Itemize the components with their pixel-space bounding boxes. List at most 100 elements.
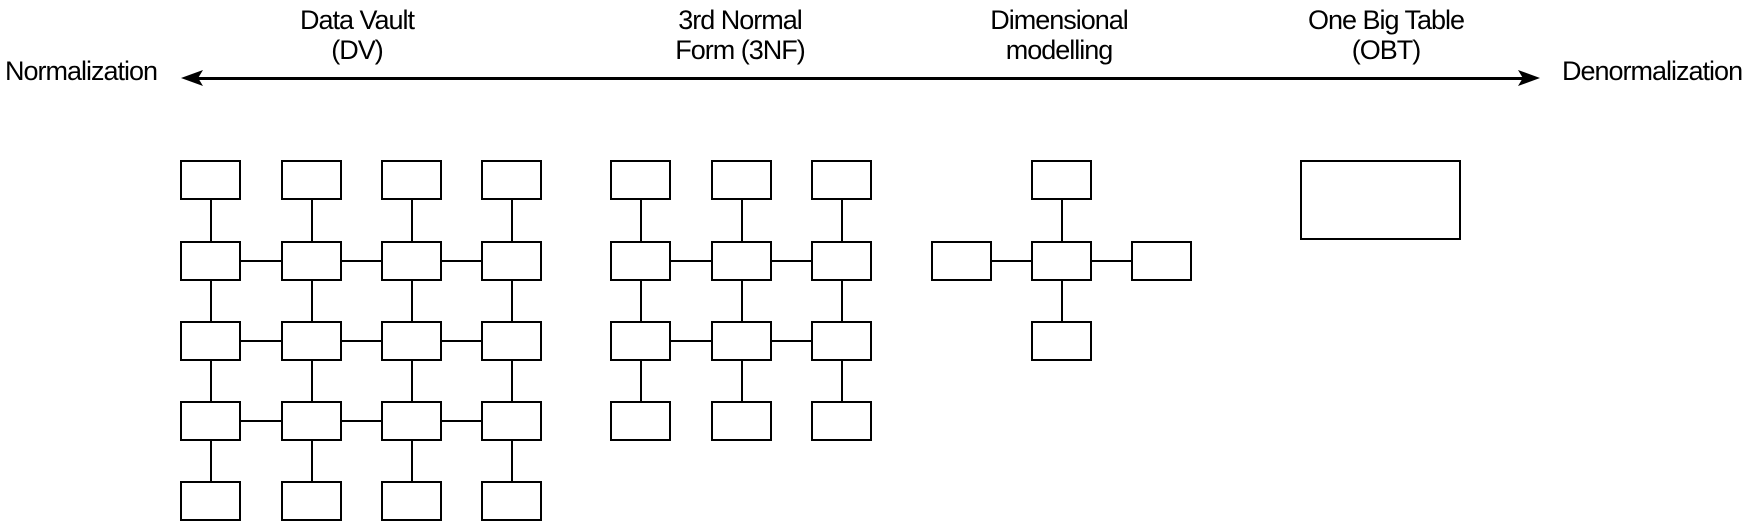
table-box: [281, 401, 342, 441]
relationship-line: [310, 200, 313, 241]
table-box: [610, 241, 671, 281]
table-box: [711, 401, 772, 441]
relationship-line: [310, 441, 313, 481]
label-dimensional-modelling: Dimensional modelling: [990, 5, 1129, 65]
label-data-vault-line1: Data Vault: [299, 5, 415, 35]
table-box: [610, 160, 671, 200]
table-box: [711, 160, 772, 200]
relationship-line: [342, 420, 381, 422]
table-box: [811, 241, 872, 281]
relationship-line: [740, 200, 743, 241]
relationship-line: [209, 281, 212, 321]
relationship-line: [639, 361, 642, 401]
table-box: [711, 241, 772, 281]
relationship-line: [410, 200, 413, 241]
table-box: [811, 401, 872, 441]
table-box: [1031, 241, 1092, 281]
table-box: [281, 160, 342, 200]
table-box: [180, 160, 241, 200]
relationship-line: [840, 200, 843, 241]
relationship-line: [241, 420, 281, 422]
table-box: [610, 401, 671, 441]
relationship-line: [442, 420, 481, 422]
table-box: [610, 321, 671, 361]
table-box: [481, 481, 542, 521]
relationship-line: [241, 340, 281, 342]
table-box: [711, 321, 772, 361]
relationship-line: [510, 361, 513, 401]
relationship-line: [209, 361, 212, 401]
relationship-line: [740, 361, 743, 401]
relationship-line: [772, 340, 811, 342]
table-box: [481, 160, 542, 200]
spectrum-arrow-line: [194, 76, 1527, 80]
label-one-big-table: One Big Table (OBT): [1307, 5, 1465, 65]
relationship-line: [209, 441, 212, 481]
table-box: [1300, 160, 1461, 240]
table-box: [381, 481, 442, 521]
relationship-line: [410, 441, 413, 481]
table-box: [180, 321, 241, 361]
label-dimensional-modelling-line1: Dimensional: [990, 5, 1129, 35]
relationship-line: [992, 260, 1031, 262]
relationship-line: [510, 281, 513, 321]
relationship-line: [639, 200, 642, 241]
relationship-line: [241, 260, 281, 262]
table-box: [281, 321, 342, 361]
table-box: [180, 241, 241, 281]
relationship-line: [671, 340, 711, 342]
table-box: [281, 241, 342, 281]
label-denormalization: Denormalization: [1562, 56, 1742, 86]
relationship-line: [410, 281, 413, 321]
relationship-line: [342, 260, 381, 262]
table-box: [1131, 241, 1192, 281]
table-box: [481, 321, 542, 361]
table-box: [931, 241, 992, 281]
label-third-normal-form: 3rd Normal Form (3NF): [675, 5, 805, 65]
table-box: [180, 401, 241, 441]
relationship-line: [442, 260, 481, 262]
relationship-line: [639, 281, 642, 321]
relationship-line: [310, 281, 313, 321]
label-dimensional-modelling-line2: modelling: [1005, 35, 1114, 65]
table-box: [381, 401, 442, 441]
label-third-normal-form-line2: Form (3NF): [675, 35, 805, 65]
relationship-line: [342, 340, 381, 342]
label-data-vault-line2: (DV): [331, 35, 384, 65]
label-third-normal-form-line1: 3rd Normal: [678, 5, 803, 35]
relationship-line: [740, 281, 743, 321]
label-one-big-table-line2: (OBT): [1351, 35, 1422, 65]
table-box: [1031, 160, 1092, 200]
table-box: [381, 160, 442, 200]
label-normalization: Normalization: [5, 56, 158, 86]
relationship-line: [840, 361, 843, 401]
table-box: [381, 321, 442, 361]
table-box: [811, 321, 872, 361]
relationship-line: [510, 441, 513, 481]
relationship-line: [209, 200, 212, 241]
relationship-line: [410, 361, 413, 401]
relationship-line: [1060, 200, 1063, 241]
table-box: [811, 160, 872, 200]
table-box: [281, 481, 342, 521]
relationship-line: [772, 260, 811, 262]
table-box: [381, 241, 442, 281]
relationship-line: [310, 361, 313, 401]
table-box: [180, 481, 241, 521]
relationship-line: [1092, 260, 1131, 262]
table-box: [481, 241, 542, 281]
table-box: [481, 401, 542, 441]
relationship-line: [840, 281, 843, 321]
label-data-vault: Data Vault (DV): [299, 5, 415, 65]
table-box: [1031, 321, 1092, 361]
relationship-line: [442, 340, 481, 342]
label-one-big-table-line1: One Big Table: [1307, 5, 1465, 35]
relationship-line: [1060, 281, 1063, 321]
